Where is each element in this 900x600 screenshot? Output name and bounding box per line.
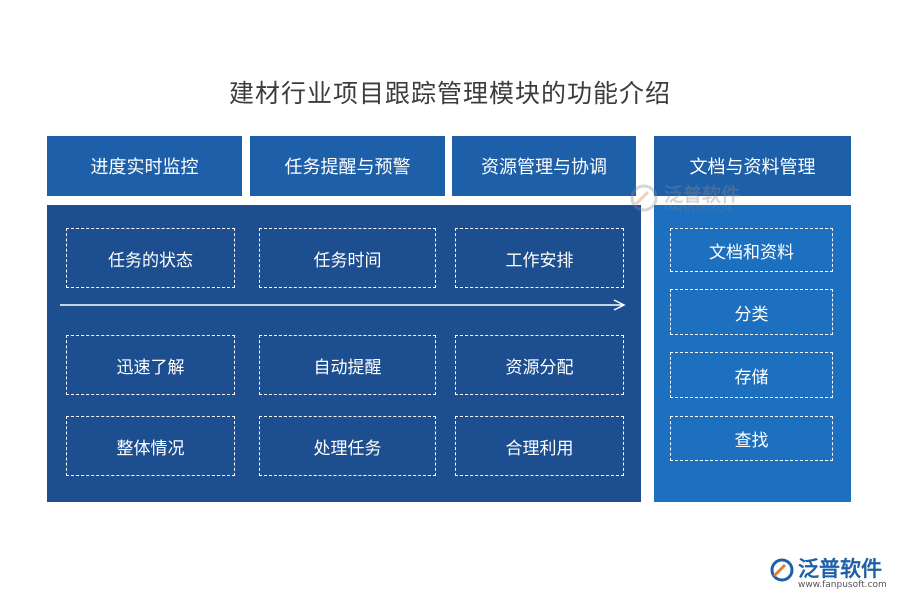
grid-box: 任务的状态 [66,228,235,288]
right-item-box: 文档和资料 [670,228,833,272]
left-panel [47,205,641,502]
watermark-logo-icon [630,184,658,212]
grid-box: 处理任务 [259,416,436,476]
grid-box: 工作安排 [455,228,624,288]
header-progress-monitoring: 进度实时监控 [47,136,242,196]
grid-box: 整体情况 [66,416,235,476]
grid-box: 合理利用 [455,416,624,476]
right-item-box: 分类 [670,289,833,335]
watermark-text: 泛普软件 [664,184,741,206]
header-task-reminder: 任务提醒与预警 [250,136,445,196]
right-item-box: 存储 [670,352,833,398]
brand-url: www.fanpusoft.com [798,580,887,590]
right-panel [654,205,851,502]
header-document-management: 文档与资料管理 [654,136,851,196]
grid-box: 自动提醒 [259,335,436,395]
watermark-sub: FANPUSOFT.COM [664,204,732,213]
brand-logo-icon [770,558,794,582]
watermark: 泛普软件 FANPUSOFT.COM [628,178,788,218]
right-item-box: 查找 [670,416,833,461]
page-title: 建材行业项目跟踪管理模块的功能介绍 [228,79,671,108]
brand-name: 泛普软件 [798,557,882,581]
brand-logo: 泛普软件 www.fanpusoft.com [768,552,894,594]
flow-arrow [60,299,626,311]
grid-box: 任务时间 [259,228,436,288]
grid-box: 资源分配 [455,335,624,395]
header-resource-management: 资源管理与协调 [452,136,636,196]
grid-box: 迅速了解 [66,335,235,395]
